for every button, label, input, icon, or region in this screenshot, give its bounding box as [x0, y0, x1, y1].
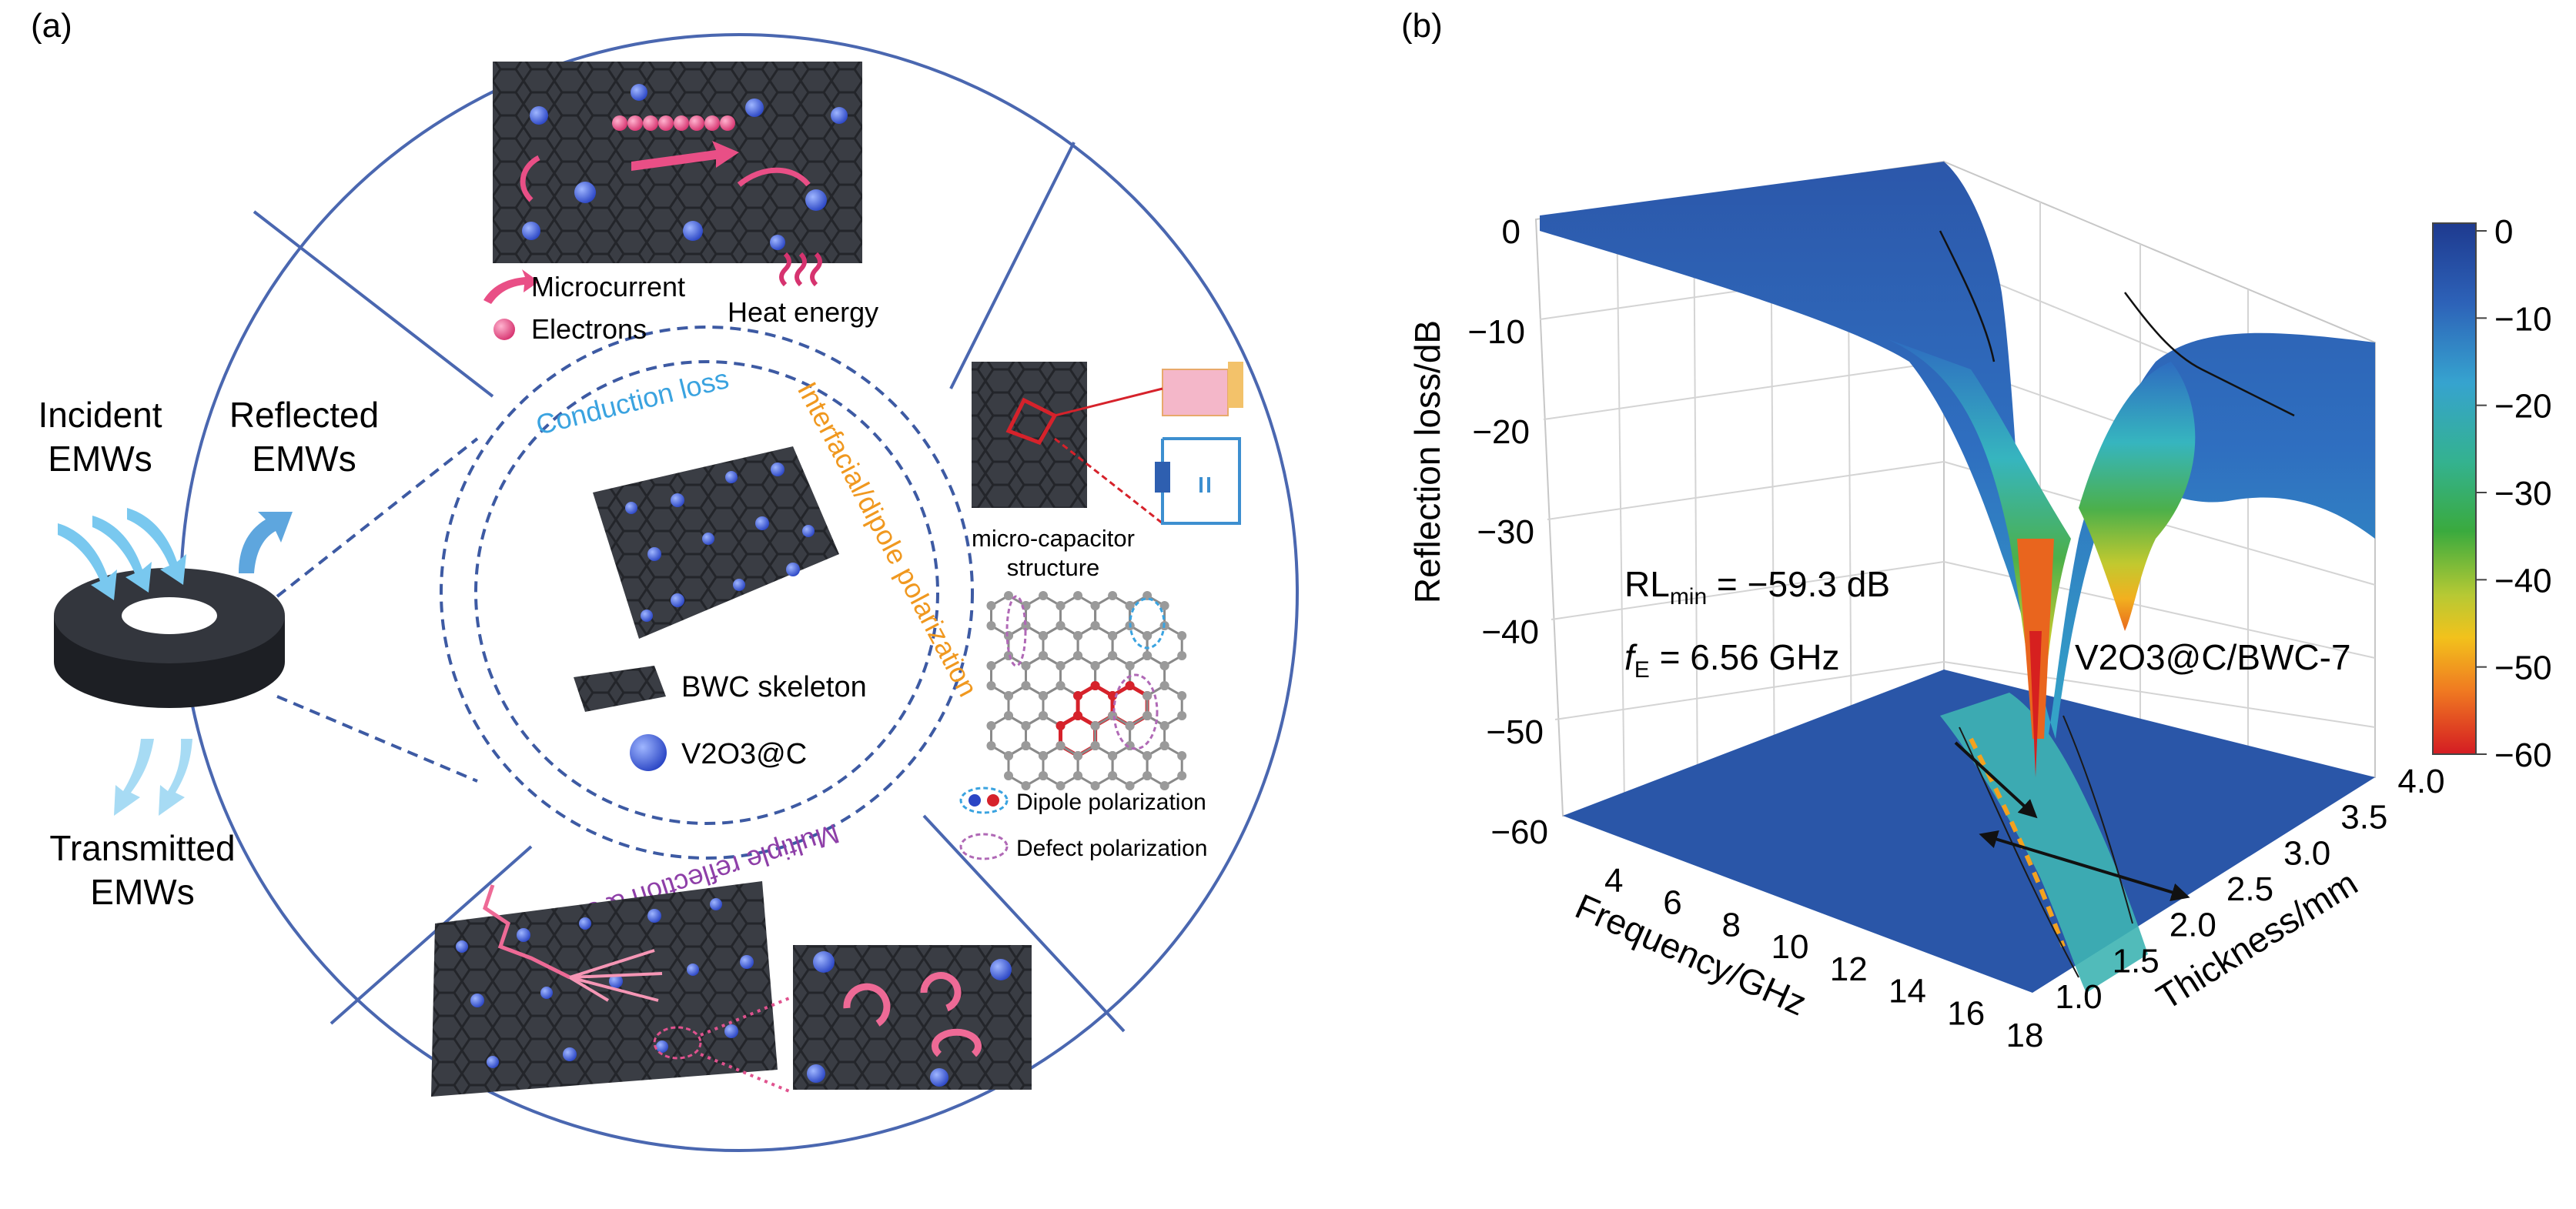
- connector-lower: [276, 695, 478, 783]
- colorbar-tick-label: −40: [2494, 562, 2552, 599]
- z-tick-label: 0: [1502, 213, 1521, 251]
- legend-microcurrent: Microcurrent: [531, 271, 685, 302]
- bottom-sector-edge: [330, 814, 1126, 1033]
- colorbar-ticks: 0 −10 −20 −30 −40 −50 −60: [2476, 213, 2552, 774]
- fe-label: fE = 6.56 GHz: [1624, 637, 1840, 683]
- graphene-lattice: [986, 591, 1187, 790]
- z-tick-label: −40: [1481, 613, 1539, 651]
- x-tick-label: 4: [1604, 862, 1623, 900]
- y-tick-label: 3.5: [2340, 799, 2387, 837]
- sample-label: V2O3@C/BWC-7: [2075, 637, 2351, 677]
- surface-valley-right: [2079, 362, 2196, 631]
- floor-plane: [1563, 670, 2375, 993]
- y-tick-label: 3.0: [2283, 834, 2330, 872]
- surface-main: [1540, 162, 2375, 739]
- inner-dashed-circle-inner: [474, 360, 939, 825]
- inner-dashed-circle-outer: [440, 326, 974, 860]
- y-tick-label: 2.5: [2226, 870, 2273, 908]
- x-tick-label: 18: [2006, 1017, 2044, 1054]
- capacitor-label-2: structure: [1007, 554, 1100, 581]
- y-axis-ticks: 1.0 1.5 2.0 2.5 3.0 3.5 4.0: [2055, 763, 2444, 1016]
- panel-a: (a) Incident EMWs: [31, 7, 1299, 1152]
- connector-upper: [276, 437, 479, 598]
- defect-icon: [959, 833, 1009, 860]
- x-tick-label: 12: [1830, 950, 1868, 988]
- y-tick-label: 4.0: [2397, 763, 2444, 800]
- y-tick-label: 1.0: [2055, 978, 2102, 1016]
- top-sector-edge: [253, 142, 1076, 398]
- reflected-label-1: Reflected: [229, 395, 379, 435]
- v2o3c-label: V2O3@C: [681, 738, 807, 770]
- transmitted-label-2: EMWs: [90, 872, 194, 912]
- z-axis-label: Reflection loss/dB: [1407, 320, 1447, 603]
- dipole-icon: [959, 787, 1009, 814]
- capacitor-label-1: micro-capacitor: [972, 525, 1135, 552]
- surface-contours: [1939, 230, 2295, 417]
- colorbar-tick-label: −30: [2494, 475, 2552, 513]
- rl-min-label: RLmin = −59.3 dB: [1624, 564, 1890, 610]
- heat-energy-icon: [779, 252, 822, 287]
- z-tick-label: −30: [1477, 513, 1534, 551]
- z-tick-label: −10: [1467, 313, 1525, 351]
- incident-label-2: EMWs: [48, 439, 152, 479]
- transmitted-arrows: [114, 739, 192, 816]
- x-tick-label: 14: [1889, 973, 1926, 1010]
- v2o3c-icon: [630, 734, 667, 771]
- dipole-polarization-label: Dipole polarization: [1016, 790, 1206, 815]
- z-tick-label: −50: [1486, 713, 1544, 751]
- z-tick-label: −20: [1472, 413, 1530, 451]
- colorbar-tick-label: −60: [2494, 736, 2552, 774]
- colorbar-tick-label: 0: [2494, 213, 2513, 251]
- x-tick-label: 10: [1771, 928, 1809, 966]
- colorbar: [2432, 222, 2477, 755]
- microcurrent-icon: [483, 269, 539, 304]
- x-tick-label: 8: [1722, 906, 1741, 943]
- fe-arrow: [1954, 741, 2038, 819]
- incident-arrows: [58, 508, 186, 600]
- reflection-image: [431, 881, 1032, 1097]
- panel-b: (b): [1401, 7, 2552, 1054]
- bwc-skeleton-icon: [574, 666, 666, 712]
- electron-icon: [493, 319, 515, 340]
- reflected-label-2: EMWs: [252, 439, 356, 479]
- x-axis-ticks: 4 6 8 10 12 14 16 18: [1604, 862, 2043, 1054]
- colorbar-tick-label: −20: [2494, 388, 2552, 426]
- center-mesh: [593, 446, 839, 639]
- colorbar-tick-label: −10: [2494, 300, 2552, 338]
- panel-b-label: (b): [1401, 7, 1443, 45]
- colorbar-tick-label: −50: [2494, 650, 2552, 687]
- transmitted-label-1: Transmitted: [49, 828, 235, 868]
- bwc-skeleton-label: BWC skeleton: [681, 671, 867, 703]
- ring-absorber: [54, 568, 285, 708]
- x-tick-label: 6: [1663, 884, 1681, 922]
- panel-a-label: (a): [31, 7, 72, 45]
- y-tick-label: 2.0: [2170, 907, 2216, 944]
- z-tick-label: −60: [1490, 813, 1548, 851]
- legend-electrons: Electrons: [531, 313, 647, 345]
- z-axis-ticks: 0 −10 −20 −30 −40 −50 −60: [1467, 213, 1548, 851]
- incident-label-1: Incident: [38, 395, 162, 435]
- x-tick-label: 16: [1947, 994, 1985, 1032]
- micro-capacitor-image: [972, 362, 1243, 525]
- legend-heat: Heat energy: [728, 296, 878, 328]
- reflected-arrow: [239, 512, 293, 573]
- defect-polarization-label: Defect polarization: [1016, 836, 1207, 861]
- y-tick-label: 1.5: [2113, 942, 2159, 980]
- thickness-arrow: [1979, 830, 2190, 901]
- conduction-image: [493, 62, 862, 263]
